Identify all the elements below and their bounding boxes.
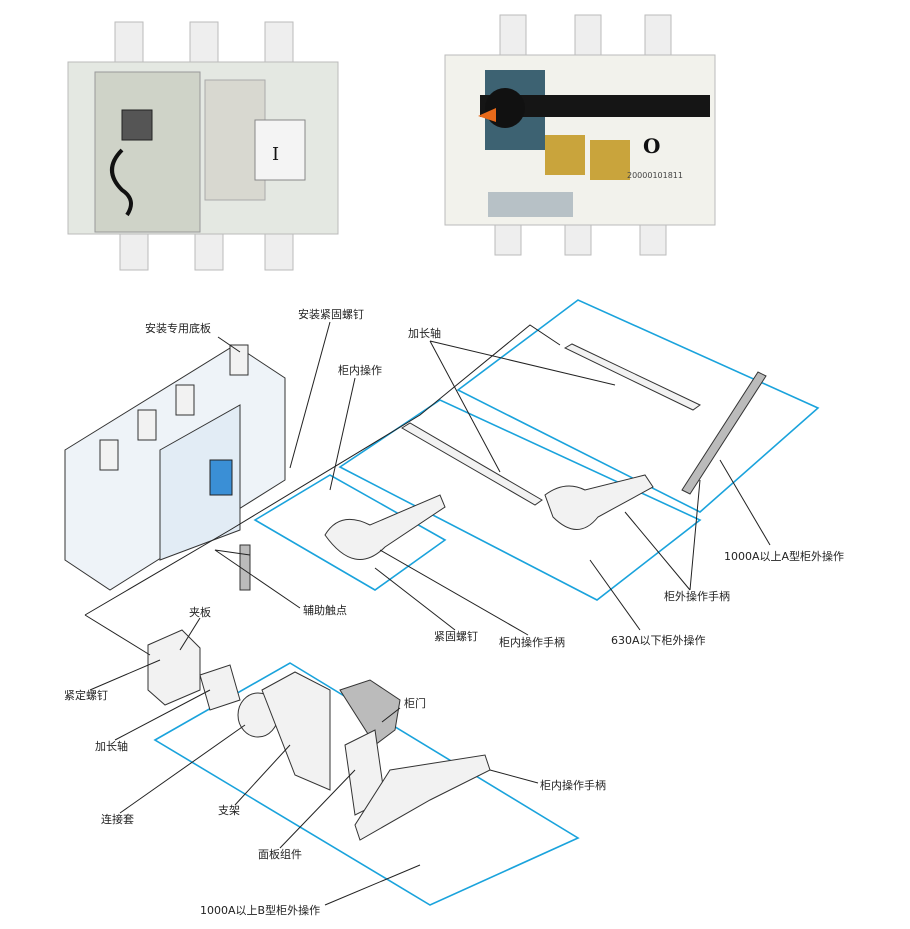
inner-handle-drawing (324, 494, 446, 560)
label-inner-operation: 柜内操作 (338, 363, 382, 377)
label-external-handle: 柜外操作手柄 (664, 589, 730, 603)
label-set-screw: 紧定螺钉 (64, 688, 108, 702)
photo-switch-padlocked: O 20000101811 (444, 14, 716, 256)
label-bracket: 支架 (218, 804, 240, 817)
b-type-handle-drawing (354, 754, 491, 841)
label-b-type-external: 1000A以上B型柜外操作 (200, 903, 320, 917)
label-extension-shaft-bottom: 加长轴 (95, 739, 128, 753)
label-inner-handle-bottom: 柜内操作手柄 (540, 778, 606, 792)
label-fastening-screw: 紧固螺钉 (434, 630, 478, 643)
photo-switch-open-cover: I (67, 21, 339, 271)
label-cabinet-door: 柜门 (404, 696, 426, 710)
extension-shaft-b (199, 664, 241, 711)
extension-shaft-630 (401, 422, 543, 506)
label-panel-assembly: 面板组件 (258, 847, 302, 861)
630a-outline (338, 399, 702, 601)
serial-number: 20000101811 (627, 171, 683, 180)
label-a-type-external: 1000A以上A型柜外操作 (724, 549, 844, 563)
clamp-plate-drawing (147, 629, 201, 706)
a-type-handle (681, 371, 767, 495)
label-aux-contact: 辅助触点 (303, 603, 347, 617)
position-mark-on: I (272, 144, 279, 165)
label-mount-base: 安装专用底板 (145, 321, 211, 335)
630-handle (544, 474, 654, 530)
label-mount-screw: 安装紧固螺钉 (298, 307, 364, 321)
position-mark-off: O (643, 134, 660, 158)
label-under-630-external: 630A以下柜外操作 (611, 633, 706, 647)
leader-lines (84, 321, 771, 906)
bracket-drawing (261, 671, 331, 791)
switch-body-drawing (64, 344, 286, 591)
label-inner-handle-top: 柜内操作手柄 (499, 635, 565, 649)
inner-operation-outline (253, 474, 447, 591)
extension-shaft-a (563, 343, 701, 411)
label-coupling-sleeve: 连接套 (101, 813, 134, 826)
b-type-outline (153, 662, 580, 906)
label-extension-shaft-top: 加长轴 (408, 326, 441, 340)
label-clamp-plate: 夹板 (189, 605, 211, 619)
